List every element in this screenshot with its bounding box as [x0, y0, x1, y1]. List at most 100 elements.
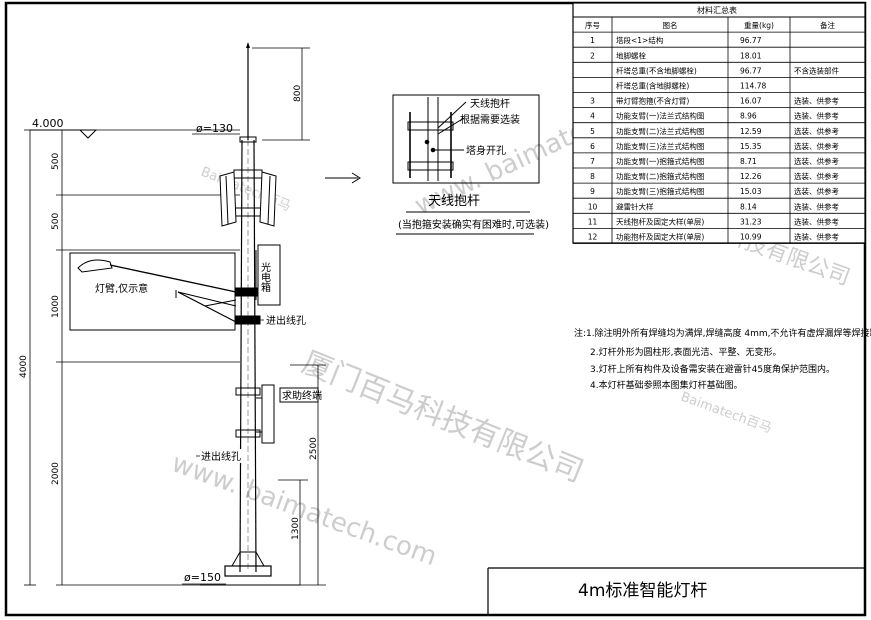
- table-cell-weight: 8.96: [740, 112, 757, 121]
- note-1: 注:1.除注明外所有焊缝均为满焊,焊缝高度 4mm,不允许有虚焊漏焊等焊接缺陷。: [574, 327, 871, 339]
- table-cell-weight: 8.14: [740, 202, 757, 211]
- table-cell-name: 功能支臂(三)抱箍式结构图: [616, 186, 704, 196]
- drawing-title: 4m标准智能灯杆: [578, 581, 707, 601]
- table-header-cell: 重量(kg): [744, 21, 774, 30]
- table-cell-note: 选装、供参考: [794, 171, 839, 181]
- table-cell-name: 功能支臂(一)法兰式结构图: [616, 111, 704, 121]
- table-cell-weight: 114.78: [740, 82, 766, 91]
- table-cell-name: 地脚螺栓: [616, 50, 646, 60]
- table-cell-weight: 96.77: [740, 36, 762, 45]
- dim-1000: 1000: [51, 295, 61, 318]
- table-cell-weight: 8.71: [740, 157, 757, 166]
- left-dimensions: [24, 129, 240, 586]
- dim-1300: 1300: [291, 517, 301, 540]
- base-plate: [224, 565, 272, 577]
- left-dimension-text: 500 500 1000 4000 2000: [19, 153, 61, 485]
- table-cell-no: 9: [590, 187, 595, 196]
- table-cell-no: 8: [590, 172, 595, 181]
- table-cell-weight: 96.77: [740, 66, 762, 75]
- watermark-brand: Baimatech百马: [199, 165, 293, 215]
- table-cell-name: 避雷针大样: [616, 201, 654, 211]
- antenna-bracket-label: 天线抱杆: [470, 97, 510, 110]
- table-header-cell: 备注: [820, 20, 835, 30]
- help-terminal-box: [261, 384, 275, 444]
- detail-caption: 天线抱杆: [428, 193, 480, 209]
- materials-title: 材料汇总表: [697, 5, 737, 15]
- watermark-site: www. baimatech.com: [168, 448, 441, 572]
- table-cell-name: 功能支臂(二)法兰式结构图: [616, 126, 704, 136]
- table-cell-note: 选装、供参考: [794, 216, 839, 226]
- clamp-6: [235, 429, 261, 438]
- table-cell-weight: 15.03: [740, 187, 762, 196]
- table-cell-no: 7: [590, 157, 595, 166]
- dim-4000: 4000: [19, 355, 29, 378]
- elevation-label: 4.000: [32, 117, 64, 130]
- table-cell-name: 塔段<1>结构: [616, 35, 664, 45]
- table-cell-note: 选装、供参考: [794, 201, 839, 211]
- dim-2500: 2500: [309, 437, 319, 460]
- table-cell-no: 1: [590, 36, 595, 45]
- table-cell-weight: 18.01: [740, 51, 762, 60]
- lamp-arm-label: 灯臂,仅示意: [95, 282, 148, 295]
- dim-500-a: 500: [51, 153, 61, 170]
- title-block: 4m标准智能灯杆: [487, 567, 865, 615]
- antenna-panel-left: [219, 171, 237, 227]
- antenna-panel-right: [259, 171, 277, 227]
- diameter-labels: ø=130 ø=150: [182, 122, 240, 585]
- table-cell-note: 选装、供参考: [794, 111, 839, 121]
- table-cell-weight: 12.59: [740, 127, 762, 136]
- power-box: [255, 244, 281, 306]
- table-cell-no: 4: [590, 112, 595, 121]
- table-cell-name: 杆塔总重(含地脚螺栓): [616, 81, 689, 91]
- help-terminal: 求助终端: [256, 384, 322, 444]
- pole-shaft-right: [253, 139, 257, 573]
- power-box-char-1: 光电箱: [259, 261, 271, 293]
- table-cell-note: 不含选装部件: [794, 65, 839, 75]
- table-cell-weight: 12.26: [740, 172, 762, 181]
- table-cell-no: 5: [590, 127, 595, 136]
- table-cell-note: 选装、供参考: [794, 141, 839, 151]
- table-cell-no: 3: [590, 97, 595, 106]
- antenna-panels: [219, 171, 277, 227]
- table-cell-weight: 16.07: [740, 97, 762, 106]
- table-header-cell: 图名: [663, 20, 678, 30]
- antenna-detail: 天线抱杆 根据需要选装 塔身开孔 天线抱杆 (当抱箍安装确实有困难时,可选装): [392, 94, 549, 235]
- cable-callout-1: 进出线孔: [256, 313, 308, 327]
- dim-2000: 2000: [51, 462, 61, 485]
- note-3: 3.灯杆上所有构件及设备需安装在避雷针45度角保护范围内。: [590, 363, 835, 375]
- table-header-cell: 序号: [585, 20, 600, 30]
- table-cell-no: 11: [588, 217, 598, 226]
- cable-in-out-label: 进出线孔: [266, 314, 306, 327]
- table-cell-weight: 10.99: [740, 233, 762, 242]
- lamp-head: [77, 259, 113, 273]
- table-cell-note: 选装、供参考: [794, 156, 839, 166]
- table-cells: 序号 图名 重量(kg) 备注 1 塔段<1>结构 96.77 2 地脚螺栓 18.01 杆塔总重(…: [585, 20, 839, 241]
- cable-in-label: 进出线孔: [201, 450, 241, 463]
- note-4: 4.本灯杆基础参照本图集灯杆基础图。: [590, 379, 743, 391]
- watermark-brand-2: Baimatech百马: [679, 390, 774, 437]
- table-cell-name: 杆塔总重(不含地脚螺栓): [616, 65, 697, 75]
- table-cell-no: 6: [590, 142, 595, 151]
- watermark-company: 厦门百马科技有限公司: [297, 345, 588, 490]
- right-dimension-text: 800 2500 1300: [291, 85, 319, 540]
- cable-callout-2: 进出线孔: [196, 449, 246, 463]
- table-cell-no: 12: [588, 233, 598, 242]
- table-grid: [572, 16, 866, 244]
- clamp-5: [235, 387, 261, 396]
- bracket-note: 根据需要选装: [460, 113, 520, 126]
- pole-shaft-left: [239, 139, 243, 573]
- antenna-detail-frame: [392, 94, 540, 184]
- elevation-marker: 4.000: [30, 117, 98, 139]
- table-cell-no: 10: [588, 202, 598, 211]
- table-cell-no: 2: [590, 51, 595, 60]
- note-2: 2.灯杆外形为圆柱形,表面光洁、平整、无变形。: [590, 346, 781, 358]
- detail-arrow: [325, 172, 361, 184]
- table-cell-name: 功能支臂(三)法兰式结构图: [616, 141, 704, 151]
- table-cell-note: 选装、供参考: [794, 96, 839, 106]
- table-cell-note: 选装、供参考: [794, 186, 839, 196]
- power-box-label: 光电箱: [259, 261, 271, 293]
- table-cell-name: 带灯臂抱箍(不含灯臂): [616, 96, 689, 106]
- table-cell-weight: 15.35: [740, 142, 762, 151]
- top-diameter: ø=130: [196, 122, 233, 135]
